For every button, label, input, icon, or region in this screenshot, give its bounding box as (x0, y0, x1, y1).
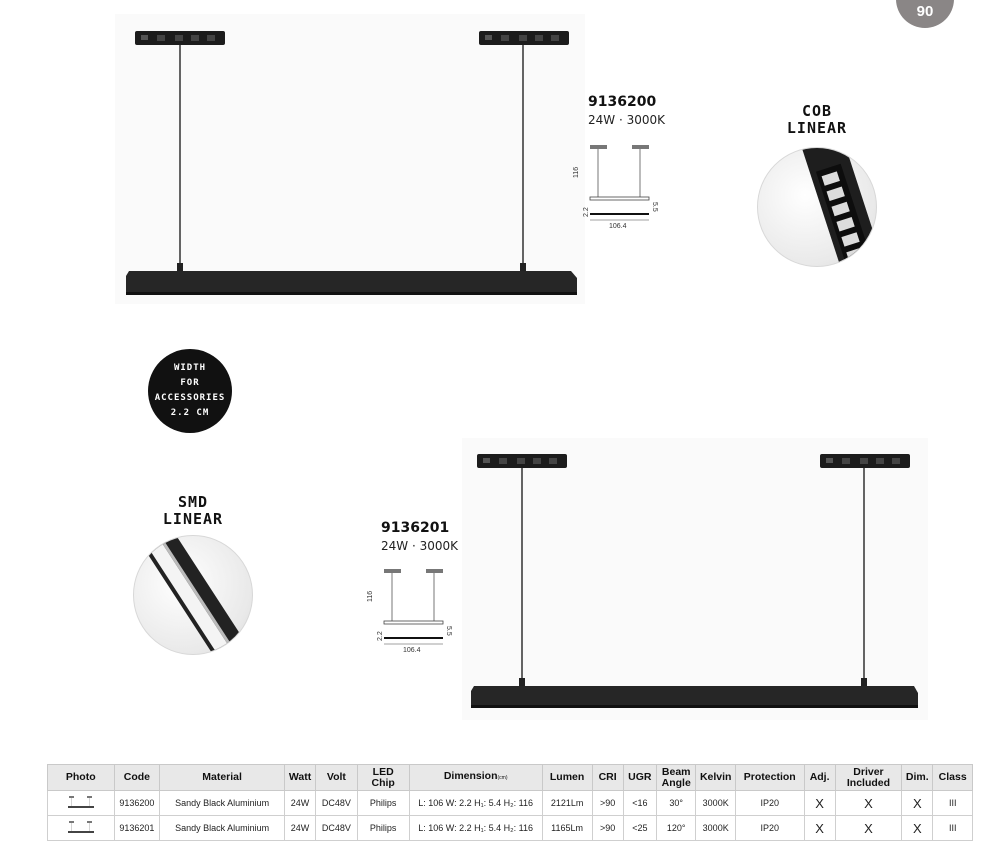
cell-class: III (932, 790, 973, 816)
dim-width-label: 2.2 (583, 207, 590, 217)
col-protection: Protection (734, 764, 805, 791)
model-spec-9136200: 24W · 3000K (588, 113, 665, 127)
col-class: Class (932, 764, 973, 791)
cell-code: 9136200 (113, 790, 161, 816)
product-photo-9136201 (462, 438, 928, 720)
cob-linear-title: COB LINEAR (786, 102, 848, 137)
cell-beam-angle: 120° (655, 815, 697, 841)
dim-height-label: 116 (573, 167, 580, 178)
cell-kelvin: 3000K (695, 790, 736, 816)
cell-led-chip: Philips (356, 815, 410, 841)
model-spec-9136201: 24W · 3000K (381, 539, 458, 553)
cell-dimension: L: 106 W: 2.2 H₁: 5.4 H₂: 116 (408, 815, 543, 841)
col-photo: Photo (47, 764, 115, 791)
col-lumen: Lumen (541, 764, 593, 791)
dim-length-label: 106.4 (609, 223, 627, 230)
col-ugr: UGR (622, 764, 657, 791)
lamp-thumbnail-icon (67, 796, 94, 808)
dim-length-label: 106.4 (403, 647, 421, 654)
cell-cri: >90 (591, 815, 624, 841)
track-adapter-right (820, 454, 910, 468)
col-volt: Volt (315, 764, 358, 791)
cell-material: Sandy Black Aluminium (159, 815, 285, 841)
smd-detail-image (137, 536, 252, 654)
cell-lumen: 1165Lm (541, 815, 593, 841)
cell-class: III (932, 815, 973, 841)
track-adapter-left (135, 31, 225, 45)
table-row: 9136201 Sandy Black Aluminium 24W DC48V … (47, 815, 973, 841)
cob-detail-image (802, 148, 876, 266)
smd-detail-circle (133, 535, 253, 655)
cob-detail-circle (757, 147, 877, 267)
smd-linear-title: SMD LINEAR (162, 493, 224, 528)
cell-dimension: L: 106 W: 2.2 H₁: 5.4 H₂: 116 (408, 790, 543, 816)
width-for-accessories-badge: WIDTH FOR ACCESSORIES 2.2 CM (148, 349, 232, 433)
table-header-row: Photo Code Material Watt Volt LED Chip D… (47, 764, 973, 791)
cell-lumen: 2121Lm (541, 790, 593, 816)
cell-driver-included: X (834, 815, 903, 841)
col-led-chip: LED Chip (356, 764, 410, 791)
dimension-drawing-9136200: 116 5.5 2.2 106.4 (573, 145, 658, 230)
cell-led-chip: Philips (356, 790, 410, 816)
cell-volt: DC48V (315, 815, 358, 841)
cell-watt: 24W (283, 815, 317, 841)
cell-material: Sandy Black Aluminium (159, 790, 285, 816)
row-photo-thumbnail (47, 815, 115, 841)
cell-ugr: <16 (622, 790, 657, 816)
cell-dim: X (901, 790, 934, 816)
col-watt: Watt (283, 764, 317, 791)
cell-cri: >90 (591, 790, 624, 816)
cell-protection: IP20 (734, 815, 805, 841)
model-code-9136200: 9136200 (588, 94, 657, 110)
cell-adj: X (803, 790, 836, 816)
col-material: Material (159, 764, 285, 791)
pendant-lamp-illustration (126, 31, 577, 295)
col-adj: Adj. (803, 764, 836, 791)
pendant-lamp-illustration (471, 454, 918, 708)
dim-body-height-label: 5.5 (445, 626, 452, 636)
cell-beam-angle: 30° (655, 790, 697, 816)
col-dim: Dim. (901, 764, 934, 791)
model-code-9136201: 9136201 (381, 520, 450, 536)
dim-body-height-label: 5.5 (651, 202, 658, 212)
cell-kelvin: 3000K (695, 815, 736, 841)
col-dimension: Dimension(cm) (408, 764, 543, 791)
track-adapter-left (477, 454, 567, 468)
cell-driver-included: X (834, 790, 903, 816)
dim-width-label: 2.2 (377, 631, 384, 641)
cell-protection: IP20 (734, 790, 805, 816)
col-kelvin: Kelvin (695, 764, 736, 791)
row-photo-thumbnail (47, 790, 115, 816)
product-photo-9136200 (115, 14, 585, 304)
page-number: 90 (916, 3, 934, 20)
page-number-badge: 90 (896, 0, 954, 28)
lamp-thumbnail-icon (67, 821, 94, 833)
cell-dim: X (901, 815, 934, 841)
dimension-drawing-9136201: 116 5.5 2.2 106.4 (367, 569, 452, 654)
table-row: 9136200 Sandy Black Aluminium 24W DC48V … (47, 790, 973, 816)
dim-height-label: 116 (367, 591, 374, 602)
col-code: Code (113, 764, 161, 791)
col-cri: CRI (591, 764, 624, 791)
cell-watt: 24W (283, 790, 317, 816)
track-adapter-right (479, 31, 569, 45)
cell-volt: DC48V (315, 790, 358, 816)
cell-ugr: <25 (622, 815, 657, 841)
cell-adj: X (803, 815, 836, 841)
specification-table: Photo Code Material Watt Volt LED Chip D… (47, 764, 973, 841)
cell-code: 9136201 (113, 815, 161, 841)
